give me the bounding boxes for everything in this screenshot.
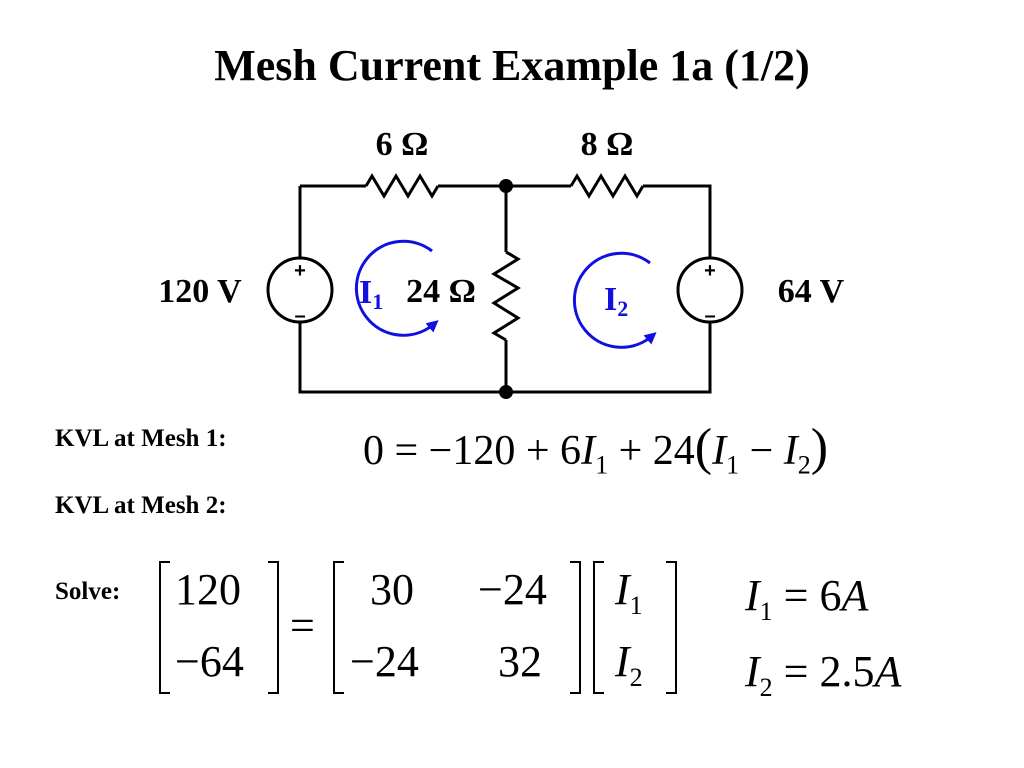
vector-x-1-var: I bbox=[615, 637, 630, 686]
mesh2-subscript: 2 bbox=[617, 296, 628, 321]
equals-sign: = bbox=[290, 601, 315, 650]
kvl-mesh2-label: KVL at Mesh 2: bbox=[55, 492, 227, 519]
kvl-mesh1-equation: 0 = −120 + 6I1 + 24(I1 − I2) bbox=[363, 418, 828, 480]
mesh1-arrow bbox=[354, 239, 439, 337]
result-i1-rhs: = 6 bbox=[772, 571, 842, 620]
kvl1-var3: I bbox=[783, 428, 798, 474]
result-i1-sub: 1 bbox=[759, 596, 773, 626]
source1-minus: – bbox=[294, 305, 305, 327]
resistor-8-ohm bbox=[569, 173, 645, 199]
result-i2-sub: 2 bbox=[759, 672, 773, 702]
matrix-1-0: −24 bbox=[350, 637, 419, 686]
result-i2: I2 = 2.5A bbox=[745, 646, 901, 703]
result-i1-unit: A bbox=[841, 571, 869, 620]
mesh1-label: I1 bbox=[359, 274, 383, 314]
source2-minus: – bbox=[704, 305, 715, 327]
result-i1-var: I bbox=[745, 571, 760, 620]
vector-b-1: −64 bbox=[175, 637, 244, 686]
label-v1: 120 V bbox=[158, 273, 242, 310]
mesh1-subscript: 1 bbox=[372, 289, 383, 314]
kvl1-sub1: 1 bbox=[595, 450, 609, 480]
voltage-source-120v bbox=[266, 256, 334, 324]
mesh1-letter: I bbox=[359, 274, 372, 311]
result-i2-unit: A bbox=[874, 647, 902, 696]
node-top bbox=[499, 179, 513, 193]
mesh2-letter: I bbox=[604, 281, 617, 318]
kvl1-lhs: 0 = −120 + 6 bbox=[363, 428, 582, 474]
solve-label: Solve: bbox=[55, 578, 121, 605]
result-i1: I1 = 6A bbox=[745, 570, 868, 627]
node-bottom bbox=[499, 385, 513, 399]
vector-x-0-var: I bbox=[615, 565, 630, 614]
mesh2-label: I2 bbox=[604, 281, 628, 321]
matrix-left-bracket bbox=[333, 561, 344, 694]
matrix-0-0: 30 bbox=[370, 565, 414, 614]
vector-x-left-bracket bbox=[593, 561, 604, 694]
matrix-1-1: 32 bbox=[498, 637, 542, 686]
vector-x-right-bracket bbox=[666, 561, 677, 694]
source2-plus: + bbox=[704, 260, 716, 282]
mesh2-arrow bbox=[572, 251, 657, 349]
kvl1-sub2: 1 bbox=[726, 450, 740, 480]
wire-top-right bbox=[643, 184, 712, 258]
label-r3: 24 Ω bbox=[406, 273, 476, 310]
kvl1-rparen: ) bbox=[810, 419, 829, 476]
result-i2-var: I bbox=[745, 647, 760, 696]
resistor-24-ohm bbox=[491, 250, 521, 342]
label-r2: 8 Ω bbox=[581, 126, 634, 163]
kvl1-var1: I bbox=[581, 428, 596, 474]
result-i2-rhs: = 2.5 bbox=[772, 647, 875, 696]
kvl1-op: − bbox=[739, 428, 784, 474]
voltage-source-64v bbox=[676, 256, 744, 324]
label-v2: 64 V bbox=[778, 273, 845, 310]
kvl-mesh1-label: KVL at Mesh 1: bbox=[55, 425, 227, 452]
vector-x-0-sub: 1 bbox=[629, 590, 643, 620]
matrix-0-1: −24 bbox=[478, 565, 547, 614]
kvl1-mid: + 24 bbox=[608, 428, 695, 474]
resistor-6-ohm bbox=[364, 173, 440, 199]
vector-b-left-bracket bbox=[159, 561, 170, 694]
kvl1-var2: I bbox=[712, 428, 727, 474]
label-r1: 6 Ω bbox=[376, 126, 429, 163]
matrix-right-bracket bbox=[570, 561, 581, 694]
vector-b-0: 120 bbox=[175, 565, 241, 614]
wire-top-left bbox=[298, 184, 366, 258]
kvl1-lparen: ( bbox=[694, 419, 713, 476]
slide-title: Mesh Current Example 1a (1/2) bbox=[214, 41, 810, 90]
vector-x-1: I2 bbox=[615, 636, 643, 693]
vector-x-1-sub: 2 bbox=[629, 662, 643, 692]
vector-x-0: I1 bbox=[615, 564, 643, 621]
kvl1-sub3: 2 bbox=[797, 450, 811, 480]
vector-b-right-bracket bbox=[268, 561, 279, 694]
source1-plus: + bbox=[294, 260, 306, 282]
